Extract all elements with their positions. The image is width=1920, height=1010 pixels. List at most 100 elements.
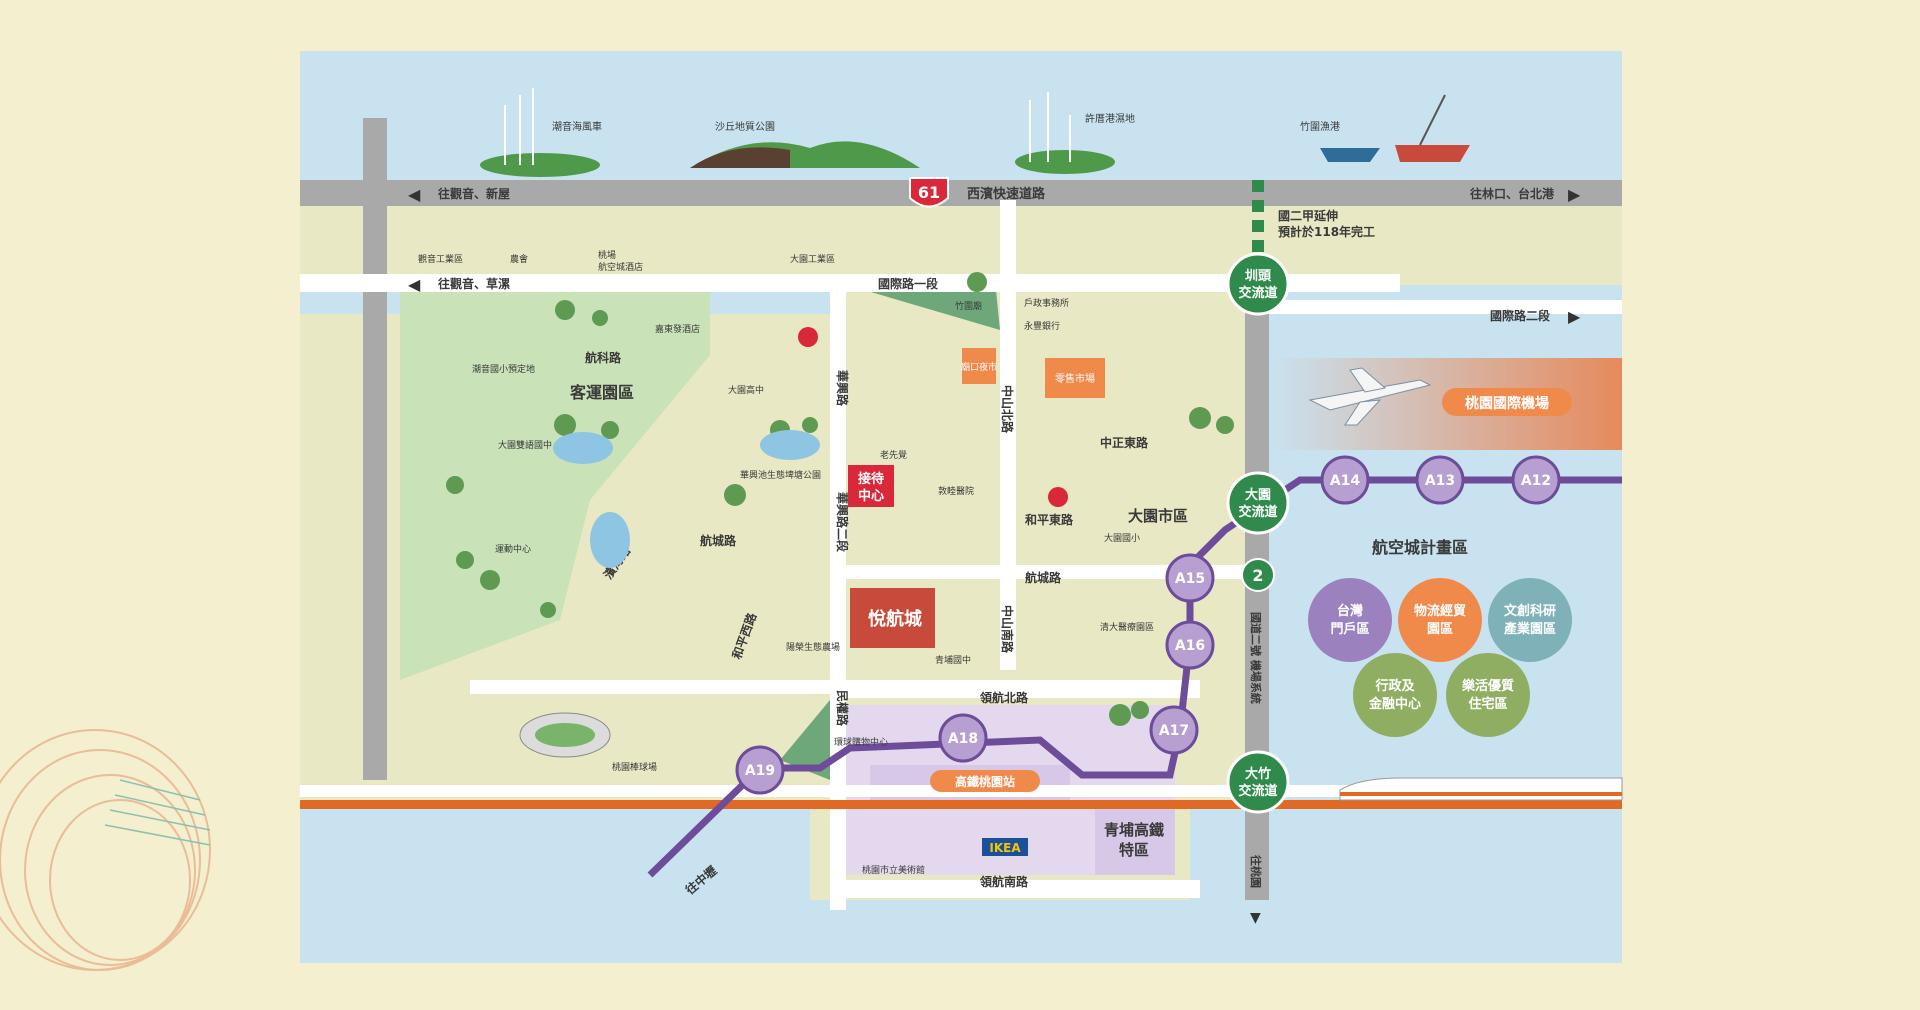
- svg-text:交流道: 交流道: [1238, 783, 1277, 799]
- zone-circles[interactable]: [1308, 578, 1572, 737]
- place-museum: 桃園市立美術館: [862, 864, 925, 876]
- qingpu-zone-2: [1095, 800, 1175, 875]
- route2-shield: 2: [1241, 558, 1275, 592]
- night-market-sign: [962, 348, 996, 384]
- place-zhuwei: 竹圍廟: [955, 300, 982, 312]
- passenger-park: [400, 290, 710, 680]
- place-airport-hotel-1: 桃場: [598, 249, 616, 261]
- place-hospital: 敦睦醫院: [938, 485, 974, 497]
- guoji2-label: 國際路二段: [1490, 308, 1551, 323]
- zone-gateway-2: 門戶區: [1330, 621, 1369, 637]
- airport-label[interactable]: 桃園國際機場: [1465, 395, 1549, 412]
- hsr-train-icon: [1339, 777, 1623, 801]
- hsr-station-label[interactable]: 高鐵桃園站: [955, 774, 1015, 789]
- station-a18: A18: [948, 731, 978, 747]
- svg-text:中心: 中心: [858, 488, 884, 504]
- place-old: 老先覺: [880, 449, 907, 461]
- zone-gateway-1: 台灣: [1337, 603, 1363, 619]
- zone-culture-2: 產業園區: [1503, 621, 1556, 637]
- station-a12: A12: [1521, 473, 1551, 489]
- mrt-stations[interactable]: [735, 455, 1561, 795]
- to-linkou-label: 往林口、台北港: [1470, 186, 1555, 201]
- place-mall: 環球購物中心: [834, 736, 888, 748]
- dazhu-interchange[interactable]: 大竹 交流道: [1226, 750, 1290, 814]
- windfarm-label: 潮音海風車: [552, 120, 602, 133]
- park-lake-2: [760, 430, 820, 460]
- extension-line1: 國二甲延伸: [1278, 208, 1338, 223]
- zone-logistics-1: 物流經貿: [1414, 603, 1466, 619]
- place-qingpu-middle: 青埔國中: [935, 654, 971, 666]
- yuehang-building[interactable]: [850, 588, 935, 648]
- retail-market-label: 零售市場: [1055, 372, 1095, 385]
- arrow-left-2: ◀: [408, 275, 421, 294]
- place-dayuan-high: 大園高中: [728, 384, 764, 396]
- huaxing2-label: 華興路二段: [835, 492, 850, 553]
- place-bilingual: 大園雙語國中: [498, 439, 552, 451]
- place-dayuan-elementary: 大園國小: [1104, 532, 1140, 544]
- expressway-label: 西濱快速道路: [967, 186, 1046, 202]
- zhongzheng-e-label: 中正東路: [1100, 435, 1149, 450]
- kengkou-interchange[interactable]: 圳頭 交流道: [1226, 252, 1290, 316]
- place-ntu: 清大醫療園區: [1100, 621, 1154, 633]
- expressway-road: [300, 180, 1622, 206]
- linghang-s-label: 領航南路: [979, 874, 1029, 889]
- passenger-district-label: 客運園區: [570, 383, 634, 402]
- hangcheng-label: 航城路: [1025, 570, 1062, 585]
- top-scenery: [480, 88, 1470, 177]
- dayuan-interchange[interactable]: 大園 交流道: [1226, 471, 1290, 535]
- place-farmers: 農會: [510, 253, 528, 265]
- place-airport-hotel-2: 航空城酒店: [598, 261, 643, 273]
- zone-logistics-2: 園區: [1427, 621, 1453, 637]
- extension-dashes: [1252, 180, 1264, 252]
- aerotropolis-title: 航空城計畫區: [1372, 538, 1468, 557]
- xuzuo-label: 許厝港濕地: [1085, 112, 1135, 125]
- hangcheng-w-label: 航城路: [700, 533, 737, 548]
- airplane-icon: [1308, 367, 1432, 426]
- kengkou-line1: 圳頭: [1245, 268, 1272, 284]
- zone-living-2: 住宅區: [1468, 696, 1507, 712]
- station-a15: A15: [1175, 571, 1205, 587]
- linghang-n-label: 領航北路: [979, 690, 1029, 705]
- qingpu-label-2: 特區: [1119, 841, 1149, 859]
- hsr-station-label-bg: [930, 770, 1040, 792]
- ikea-logo: [982, 838, 1028, 856]
- station-a13: A13: [1425, 473, 1455, 489]
- svg-text:大園: 大園: [1245, 487, 1271, 503]
- heping-e-label: 和平東路: [1024, 512, 1074, 527]
- svg-text:交流道: 交流道: [1238, 504, 1277, 520]
- zone-admin-1: 行政及: [1374, 678, 1415, 694]
- triangle-park: [780, 700, 830, 780]
- reception-center[interactable]: [848, 465, 894, 507]
- place-yongfeng: 永豐銀行: [1024, 320, 1060, 332]
- hsr-rail: [300, 800, 1622, 809]
- to-taoyuan-label: 往桃園: [1249, 855, 1263, 888]
- qingpu-label-1: 青埔高鐵: [1104, 821, 1164, 839]
- dunes-label: 沙丘地質公園: [715, 120, 775, 133]
- route61-number: 61: [918, 183, 940, 202]
- extension-line2: 預計於118年完工: [1278, 224, 1375, 239]
- retail-market-sign: [1045, 358, 1105, 398]
- station-a16: A16: [1175, 638, 1205, 654]
- yuehang-label: 悅航城: [868, 608, 922, 630]
- to-guanyin-xinwu-label: 往觀音、新屋: [438, 186, 510, 201]
- svg-text:2: 2: [1252, 566, 1263, 585]
- zhongzheng-green: [830, 280, 1000, 330]
- place-huaxing-park: 華興池生態埤塘公園: [740, 469, 821, 481]
- station-a14: A14: [1330, 473, 1361, 489]
- ikea-label: IKEA: [989, 841, 1021, 855]
- place-industry1: 觀音工業區: [418, 253, 463, 265]
- svg-text:大竹: 大竹: [1245, 766, 1271, 782]
- mrt-symbol-icons: [798, 327, 1068, 507]
- place-sports: 運動中心: [495, 543, 531, 555]
- arrow-down: ▼: [1250, 910, 1261, 926]
- left-highway: [363, 118, 387, 780]
- dashed-hatch: [104, 779, 211, 846]
- park-lake-1: [553, 432, 613, 464]
- place-industry2: 大園工業區: [790, 253, 835, 265]
- svg-text:接待: 接待: [858, 471, 884, 487]
- place-baseball: 桃園棒球場: [612, 761, 657, 773]
- place-chaoyin: 潮音國小預定地: [472, 363, 535, 375]
- place-jiadong: 嘉東發酒店: [655, 323, 700, 335]
- huaxing-label: 華興路: [835, 370, 850, 407]
